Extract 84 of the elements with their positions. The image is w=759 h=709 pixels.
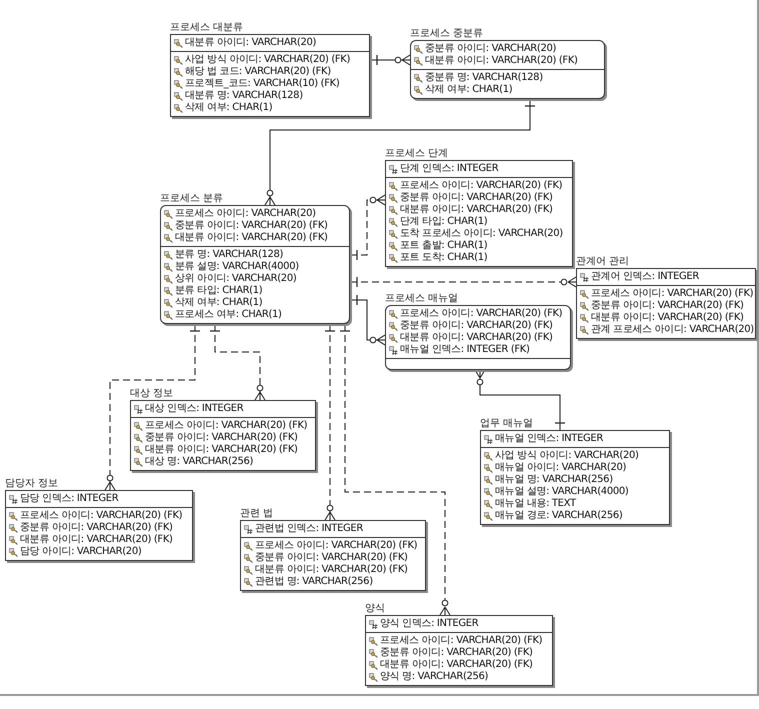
relationship-line: [350, 294, 386, 346]
attribute-text: 양식 명: VARCHAR(256): [380, 671, 488, 683]
attribute-text: 단계 타입: CHAR(1): [400, 216, 488, 228]
attribute-text: 분류 타입: CHAR(1): [175, 285, 262, 297]
attribute-text: 도착 프로세스 아이디: VARCHAR(20): [400, 228, 563, 240]
entity-name: 프로세스 단계: [385, 147, 450, 160]
relationship-line: [370, 54, 410, 66]
entity-name: 프로세스 중분류: [410, 27, 484, 40]
attribute-text: 관계어 인덱스: INTEGER: [591, 271, 699, 283]
attribute-text: 관련법 인덱스: INTEGER: [255, 523, 363, 535]
attribute-text: 담당 아이디: VARCHAR(20): [20, 546, 142, 558]
attribute-text: 대분류 아이디: VARCHAR(20) (FK): [255, 564, 408, 576]
entity-name: 관계어 관리: [576, 255, 630, 268]
attribute-text: 중분류 아이디: VARCHAR(20): [425, 43, 556, 55]
entity-name: 양식: [365, 602, 386, 615]
attribute-text: 매뉴얼 설명: VARCHAR(4000): [495, 486, 628, 498]
attribute-text: 포트 출발: CHAR(1): [400, 240, 488, 252]
attribute-text: 분류 명: VARCHAR(128): [175, 249, 284, 261]
attribute-text: 프로세스 아이디: VARCHAR(20) (FK): [380, 635, 542, 647]
relationship-line: [350, 194, 386, 261]
attribute-text: 매뉴얼 아이디: VARCHAR(20): [495, 462, 626, 474]
attribute-text: 대분류 아이디: VARCHAR(20): [185, 37, 316, 49]
attribute-text: 단계 인덱스: INTEGER: [400, 163, 498, 175]
attribute-text: 프로세스 여부: CHAR(1): [175, 309, 282, 321]
attribute-text: 프로세스 아이디: VARCHAR(20) (FK): [255, 540, 418, 552]
attribute-text: 프로세스 아이디: VARCHAR(20) (FK): [145, 420, 308, 432]
attribute-text: 중분류 아이디: VARCHAR(20) (FK): [591, 300, 744, 312]
entity-name: 업무 매뉴얼: [480, 417, 534, 430]
entity-name: 프로세스 매뉴얼: [385, 292, 460, 305]
relationship-line: [209, 324, 266, 400]
entity-name: 프로세스 분류: [160, 192, 224, 205]
attribute-text: 중분류 아이디: VARCHAR(20) (FK): [145, 432, 298, 444]
relationship-line: [104, 324, 201, 490]
attribute-text: 대분류 아이디: VARCHAR(20) (FK): [591, 312, 744, 324]
attribute-text: 양식 인덱스: INTEGER: [380, 618, 478, 630]
attribute-text: 중분류 아이디: VARCHAR(20) (FK): [20, 522, 173, 534]
attribute-text: 프로세스 아이디: VARCHAR(20) (FK): [400, 308, 562, 320]
attribute-text: 포트 도착: CHAR(1): [400, 252, 488, 264]
relationship-line: [324, 324, 336, 520]
attribute-text: 분류 설명: VARCHAR(4000): [175, 261, 299, 273]
attribute-text: 중분류 아이디: VARCHAR(20) (FK): [400, 320, 553, 332]
attribute-text: 프로세스 아이디: VARCHAR(20) (FK): [20, 510, 182, 522]
attribute-text: 매뉴얼 명: VARCHAR(256): [495, 474, 613, 486]
attribute-text: 삭제 여부: CHAR(1): [425, 84, 512, 96]
entity-name: 대상 정보: [130, 387, 174, 400]
relationship-line: [339, 324, 450, 616]
attribute-text: 삭제 여부: CHAR(1): [185, 102, 272, 114]
attribute-text: 사업 방식 아이디: VARCHAR(20): [495, 450, 639, 462]
attribute-text: 중분류 명: VARCHAR(128): [425, 72, 543, 84]
attribute-text: 대분류 아이디: VARCHAR(20) (FK): [400, 332, 553, 344]
attribute-text: 대분류 아이디: VARCHAR(20) (FK): [400, 204, 553, 216]
relationship-line: [264, 98, 536, 206]
attribute-text: 담당 인덱스: INTEGER: [20, 493, 118, 505]
attribute-text: 프로세스 아이디: VARCHAR(20): [175, 208, 316, 220]
attribute-text: 관계 프로세스 아이디: VARCHAR(20): [591, 324, 754, 336]
attribute-text: 프로세스 아이디: VARCHAR(20) (FK): [591, 288, 754, 300]
attribute-text: 사업 방식 아이디: VARCHAR(20) (FK): [185, 54, 350, 66]
attribute-text: 프로젝트_코드: VARCHAR(10) (FK): [185, 78, 340, 90]
attribute-text: 상위 아이디: VARCHAR(20): [175, 273, 296, 285]
relationship-line: [474, 370, 566, 430]
attribute-text: 매뉴얼 경로: VARCHAR(256): [495, 510, 622, 522]
attribute-text: 삭제 여부: CHAR(1): [175, 297, 262, 309]
entity-name: 관련 법: [240, 507, 274, 520]
entity-name: 프로세스 대분류: [170, 21, 244, 34]
attribute-text: 대분류 아이디: VARCHAR(20) (FK): [425, 55, 578, 67]
attribute-text: 관련법 명: VARCHAR(256): [255, 576, 373, 588]
attribute-text: 대분류 아이디: VARCHAR(20) (FK): [175, 232, 328, 244]
attribute-text: 매뉴얼 인덱스: INTEGER (FK): [400, 344, 530, 356]
attribute-text: 대분류 아이디: VARCHAR(20) (FK): [145, 444, 298, 456]
attribute-text: 중분류 아이디: VARCHAR(20) (FK): [255, 552, 408, 564]
attribute-text: 대분류 아이디: VARCHAR(20) (FK): [380, 659, 533, 671]
attribute-text: 매뉴얼 인덱스: INTEGER: [495, 433, 603, 445]
attribute-text: 대분류 아이디: VARCHAR(20) (FK): [20, 534, 173, 546]
attribute-text: 대상 인덱스: INTEGER: [145, 403, 244, 415]
attribute-text: 중분류 아이디: VARCHAR(20) (FK): [175, 220, 328, 232]
entity-name: 담당자 정보: [5, 477, 60, 490]
attribute-text: 대상 명: VARCHAR(256): [145, 456, 254, 468]
attribute-text: 중분류 아이디: VARCHAR(20) (FK): [380, 647, 533, 659]
attribute-text: 대분류 명: VARCHAR(128): [185, 90, 303, 102]
relationship-line: [350, 276, 576, 288]
attribute-text: 프로세스 아이디: VARCHAR(20) (FK): [400, 180, 562, 192]
attribute-text: 매뉴얼 내용: TEXT: [495, 498, 576, 510]
attribute-text: 해당 법 코드: VARCHAR(20) (FK): [185, 66, 331, 78]
attribute-text: 중분류 아이디: VARCHAR(20) (FK): [400, 192, 553, 204]
